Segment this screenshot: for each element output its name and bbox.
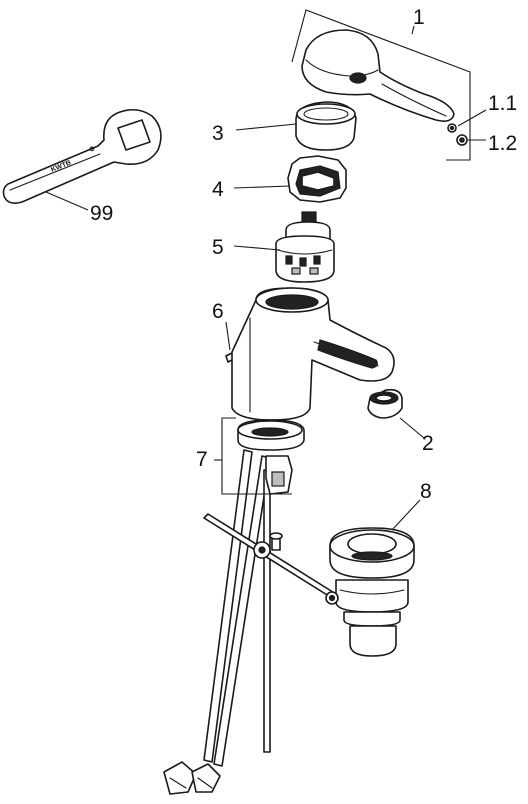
callout-8: 8 xyxy=(420,480,432,503)
callout-3: 3 xyxy=(212,122,224,145)
callout-1-1: 1.1 xyxy=(488,92,517,115)
group-frame-7 xyxy=(221,417,292,495)
part-1-1-screw xyxy=(447,123,457,133)
callouts: 1 1.1 1.2 3 4 5 6 7 2 8 99 xyxy=(90,6,517,503)
part-5-cartridge xyxy=(275,211,335,283)
part-2-aerator xyxy=(367,388,403,419)
callout-4: 4 xyxy=(212,178,224,201)
part-7-mounting-set xyxy=(237,419,305,495)
callout-6: 6 xyxy=(212,300,224,323)
part-3-cover-ring xyxy=(295,101,357,151)
part-4-nut xyxy=(287,155,347,203)
group-frame-1 xyxy=(291,9,471,161)
callout-1-2: 1.2 xyxy=(488,132,517,155)
callout-7: 7 xyxy=(196,448,208,471)
part-1-2-insert xyxy=(456,134,468,146)
callout-1: 1 xyxy=(413,6,425,29)
pull-rod xyxy=(263,469,271,753)
callout-5: 5 xyxy=(212,236,224,259)
linkage-bar xyxy=(203,513,337,599)
leader-lines xyxy=(45,25,487,531)
callout-99: 99 xyxy=(90,202,113,225)
callout-2: 2 xyxy=(422,432,434,455)
part-8-drain xyxy=(325,527,415,657)
part-1-lever-handle xyxy=(301,29,455,122)
supply-hoses xyxy=(163,449,271,795)
faucet-body xyxy=(231,287,395,421)
wrench-symbol: ⊕ xyxy=(88,145,96,154)
part-99-wrench: KWTB ⊕ xyxy=(2,108,162,204)
